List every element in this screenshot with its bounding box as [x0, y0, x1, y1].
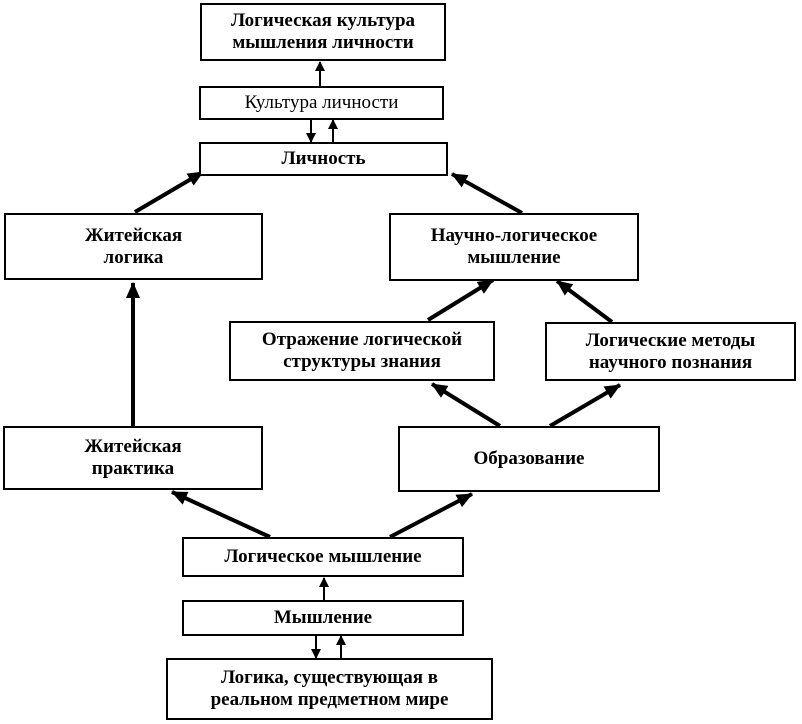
arrow-education-to-knowledge-structure — [430, 382, 502, 428]
arrow-everyday-logic-to-personality — [133, 170, 205, 214]
node-personality: Личность — [199, 142, 448, 176]
node-thinking: Мышление — [182, 600, 464, 636]
node-knowledge-structure: Отражение логической структуры знания — [229, 321, 495, 381]
arrow-scientific-thinking-to-personality — [451, 172, 523, 215]
arrow-logical-thinking-to-education — [389, 492, 473, 539]
node-personality-culture: Культура личности — [199, 86, 444, 120]
arrow-knowledge-structure-to-scientific-thinking — [426, 278, 495, 322]
node-everyday-logic: Житейская логика — [4, 213, 263, 280]
arrow-education-to-scientific-methods — [548, 383, 622, 428]
node-real-world-logic: Логика, существующая в реальном предметн… — [166, 658, 493, 720]
arrow-scientific-methods-to-scientific-thinking — [555, 279, 614, 324]
node-everyday-practice: Житейская практика — [3, 426, 263, 490]
node-logical-thinking: Логическое мышление — [182, 537, 464, 577]
node-scientific-methods: Логические методы научного познания — [545, 322, 796, 381]
node-education: Образование — [398, 426, 660, 492]
node-scientific-thinking: Научно-логическое мышление — [389, 213, 639, 281]
arrow-logical-thinking-to-everyday-practice — [171, 490, 271, 539]
node-logical-culture: Логическая культура мышления личности — [200, 3, 446, 61]
